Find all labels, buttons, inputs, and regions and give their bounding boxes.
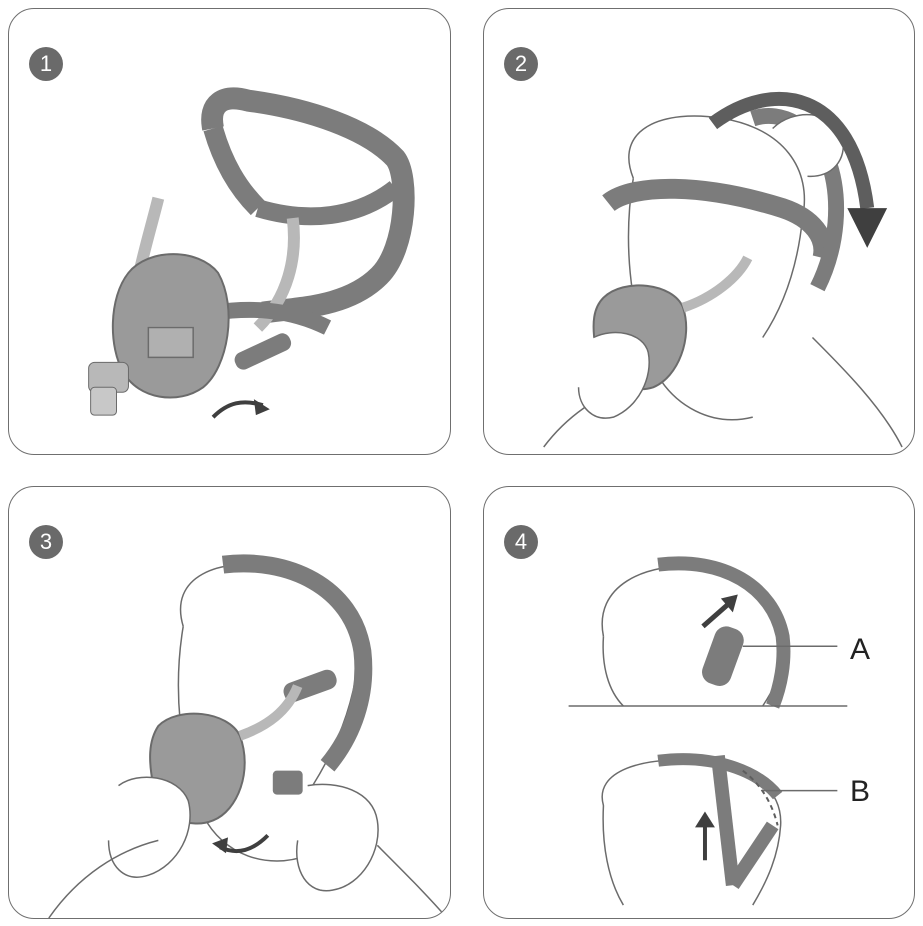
step-4-panel: 4 A B — [483, 486, 915, 919]
step-number-badge: 4 — [504, 525, 538, 559]
step-2-panel: 2 — [483, 8, 915, 455]
step-number-badge: 2 — [504, 47, 538, 81]
step-number-badge: 3 — [29, 525, 63, 559]
step-number-badge: 1 — [29, 47, 63, 81]
callout-label-b: B — [850, 775, 870, 809]
attach-lower-clips-illustration — [9, 487, 450, 918]
step-3-panel: 3 — [8, 486, 451, 919]
step-1-panel: 1 — [8, 8, 451, 455]
pull-headgear-over-head-illustration — [484, 9, 914, 454]
adjust-straps-illustration — [484, 487, 914, 918]
mask-with-headgear-illustration — [9, 9, 450, 454]
callout-label-a: A — [850, 633, 870, 667]
